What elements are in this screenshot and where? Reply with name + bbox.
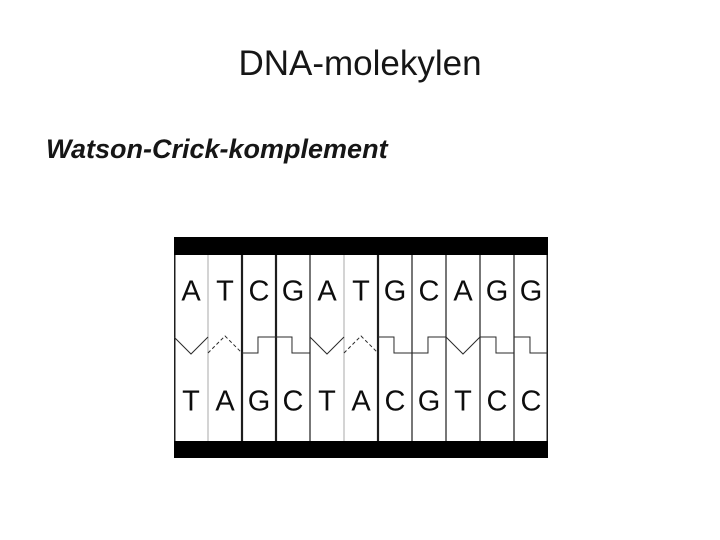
base-pair-bond [480,336,514,354]
bottom-base-letter: G [418,386,441,418]
slide-subtitle: Watson-Crick-komplement [46,134,388,164]
top-base-letter: G [384,276,407,308]
top-base-letter: G [520,276,543,308]
cell-area [174,255,548,441]
bottom-base-letter: A [351,386,371,418]
bottom-base-letter: T [318,386,336,418]
base-pair-bond [276,336,310,354]
slide-title: DNA-molekylen [238,44,482,83]
top-base-letter: C [419,276,440,308]
top-base-letter: T [352,276,370,308]
top-base-letter: T [216,276,234,308]
top-base-letter: G [282,276,305,308]
base-pair-bond [412,336,446,354]
bottom-base-letter: A [215,386,235,418]
bottom-base-letter: C [385,386,406,418]
base-pair-bond [309,336,345,355]
bottom-base-letter: C [487,386,508,418]
top-base-letter: G [486,276,509,308]
top-base-letter: A [453,276,473,308]
top-strand-bar [174,237,548,255]
bottom-base-letter: T [454,386,472,418]
bottom-strand-bar [174,441,548,458]
bottom-base-letter: C [521,386,542,418]
base-pair-bond [174,336,209,355]
bottom-base-letter: G [248,386,271,418]
bottom-base-letter: C [283,386,304,418]
top-base-letter: C [249,276,270,308]
base-pair-bond [343,335,379,354]
base-pair-bond [242,336,276,354]
base-pair-bond [445,336,481,355]
top-base-letter: A [317,276,337,308]
base-pair-bond [378,336,412,354]
base-pair-bond [207,335,243,354]
top-base-letter: A [181,276,201,308]
base-pair-bond [514,336,548,354]
bottom-base-letter: T [182,386,200,418]
